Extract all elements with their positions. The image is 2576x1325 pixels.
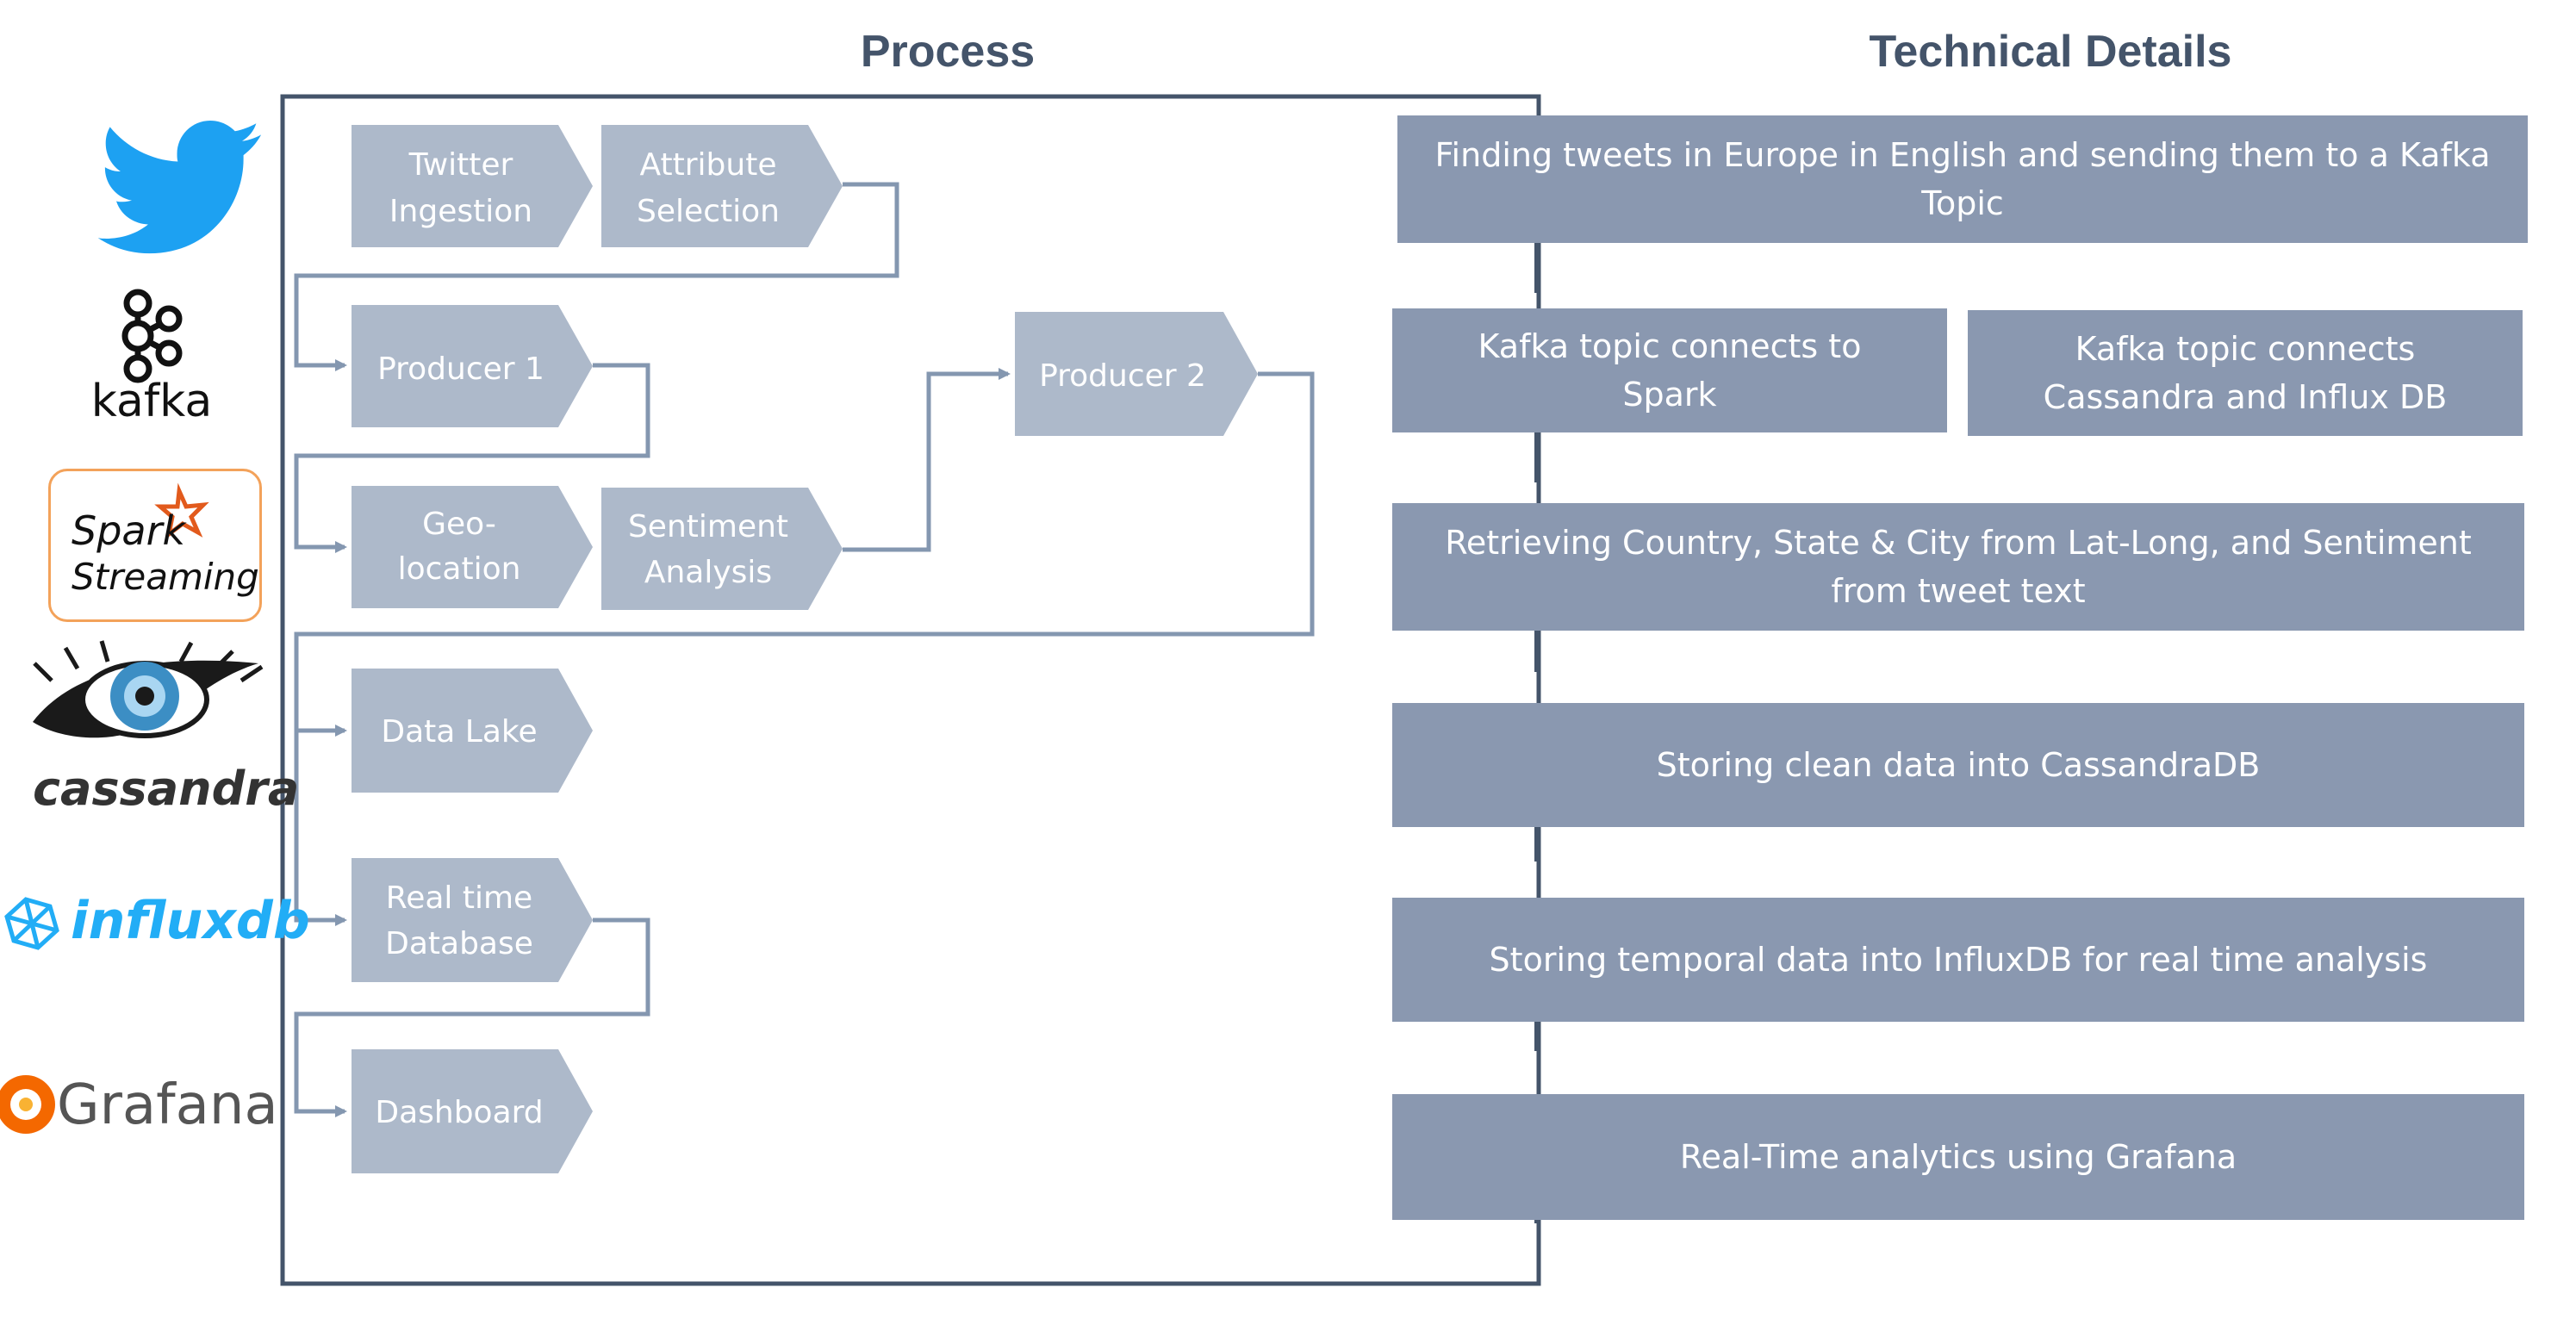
spark-streaming-logo: Spark Streaming xyxy=(48,469,262,622)
svg-text:Real time: Real time xyxy=(386,880,532,916)
connector-sentiment-to-producer2 xyxy=(843,368,1011,552)
svg-text:Producer 2: Producer 2 xyxy=(1039,358,1206,394)
connector-datalake-to-realtime xyxy=(294,731,347,926)
twitter-bird-icon xyxy=(97,121,262,254)
technical-details-heading: Technical Details xyxy=(1869,27,2232,77)
detail-finding-tweets: Finding tweets in Europe in English and … xyxy=(1397,115,2528,243)
chevron-producer-1: Producer 1 xyxy=(352,305,593,427)
chevron-dashboard: Dashboard xyxy=(352,1049,593,1173)
streaming-logo-text: Streaming xyxy=(72,556,259,598)
svg-text:Data Lake: Data Lake xyxy=(381,714,537,750)
detail-storing-influx: Storing temporal data into InfluxDB for … xyxy=(1392,898,2524,1022)
svg-text:Selection: Selection xyxy=(637,194,780,229)
chevron-sentiment-analysis: Sentiment Analysis xyxy=(601,488,843,610)
connector-attribute-to-producer1 xyxy=(294,182,899,371)
chevron-twitter-ingestion: Twitter Ingestion xyxy=(352,125,593,247)
chevron-data-lake: Data Lake xyxy=(352,669,593,793)
detail-grafana-analytics: Real-Time analytics using Grafana xyxy=(1392,1094,2524,1220)
svg-text:Analysis: Analysis xyxy=(644,555,772,590)
svg-text:Twitter: Twitter xyxy=(408,147,513,183)
detail-retrieving-location-sentiment: Retrieving Country, State & City from La… xyxy=(1392,503,2524,631)
svg-text:Sentiment: Sentiment xyxy=(628,509,788,544)
connector-producer2-to-datalake xyxy=(294,371,1315,737)
kafka-logo-text: kafka xyxy=(90,376,213,427)
cassandra-logo-text: cassandra xyxy=(33,762,300,816)
svg-text:Database: Database xyxy=(385,926,533,961)
detail-kafka-spark: Kafka topic connects to Spark xyxy=(1392,308,1947,432)
grafana-logo-text: Grafana xyxy=(57,1073,278,1137)
chevron-producer-2: Producer 2 xyxy=(1015,312,1258,436)
connectors xyxy=(294,182,1315,1117)
detail-storing-cassandra: Storing clean data into CassandraDB xyxy=(1392,703,2524,827)
spark-logo-text: Spark xyxy=(72,507,186,554)
chevron-attribute-selection: Attribute Selection xyxy=(601,125,843,247)
svg-text:Ingestion: Ingestion xyxy=(389,194,532,229)
cassandra-eye-icon xyxy=(33,640,264,738)
chevron-geo-location: Geo- location xyxy=(352,486,593,608)
process-heading: Process xyxy=(860,27,1036,77)
process-frame xyxy=(280,94,1541,1286)
connector-realtime-to-dashboard xyxy=(294,918,650,1117)
svg-text:Geo-: Geo- xyxy=(422,507,496,542)
influxdb-logo-text: influxdb xyxy=(71,891,310,951)
svg-text:Dashboard: Dashboard xyxy=(375,1095,543,1130)
kafka-icon xyxy=(121,289,183,383)
svg-text:Producer 1: Producer 1 xyxy=(377,351,544,387)
influxdb-icon xyxy=(4,897,59,950)
detail-kafka-cassandra-influx: Kafka topic connects Cassandra and Influ… xyxy=(1968,310,2523,436)
svg-text:Attribute: Attribute xyxy=(640,147,777,183)
svg-text:location: location xyxy=(398,551,521,587)
chevron-real-time-database: Real time Database xyxy=(352,858,593,982)
grafana-icon xyxy=(0,1075,55,1134)
spark-star-icon xyxy=(154,482,209,539)
connector-producer1-to-geo xyxy=(294,363,650,553)
